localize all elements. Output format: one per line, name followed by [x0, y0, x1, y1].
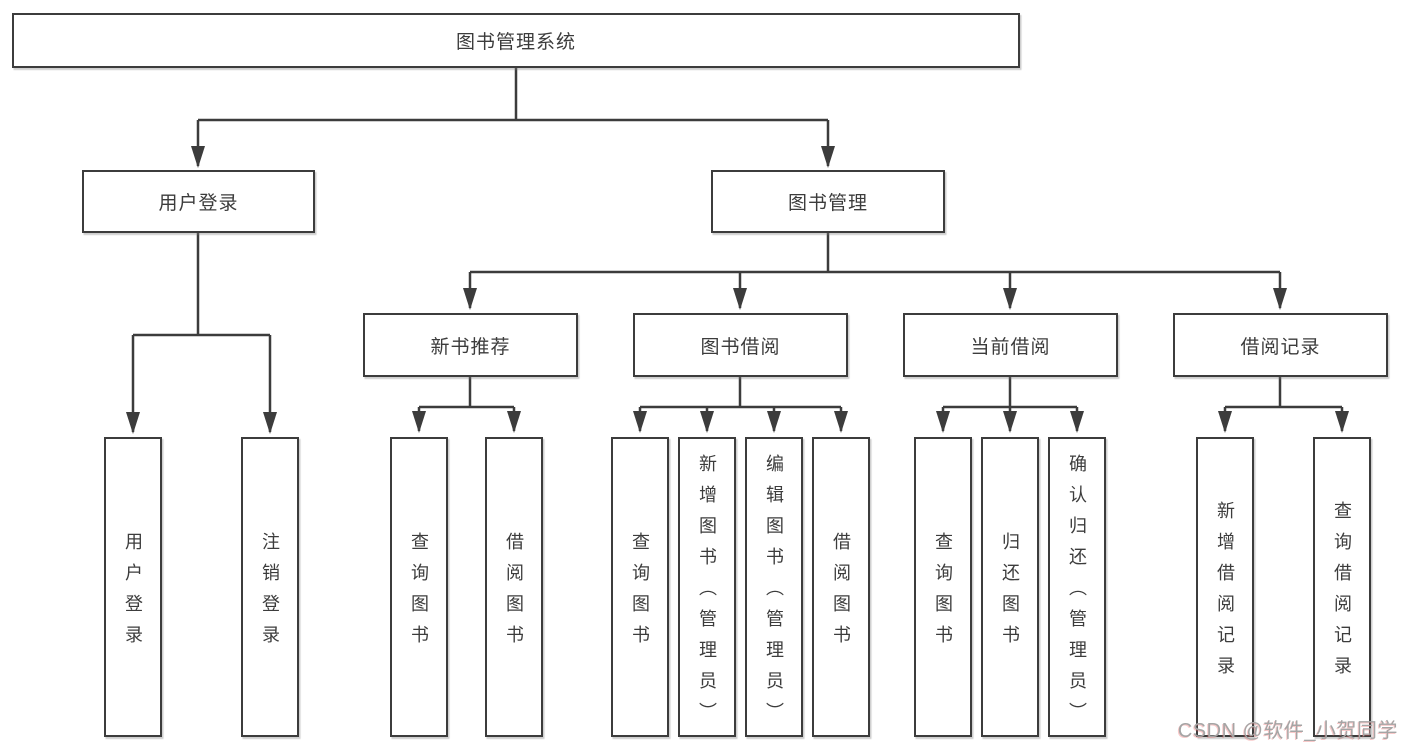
node-label: 用户登录	[158, 193, 239, 214]
leaf-label: 用户登录	[123, 531, 143, 656]
node-borrow-records: 借阅记录	[1173, 313, 1388, 377]
node-label: 图书借阅	[700, 336, 781, 358]
node-user-login: 用户登录	[82, 170, 315, 233]
leaf-label: 新增借阅记录	[1215, 500, 1235, 687]
leaf-logout: 注销登录	[241, 437, 299, 737]
csdn-watermark: CSDN @软件_小贺同学	[1177, 720, 1398, 742]
leaf-query-borrow-record: 查询借阅记录	[1313, 437, 1371, 737]
leaf-query-book-recommend: 查询图书	[390, 437, 448, 737]
leaf-query-book: 查询图书	[611, 437, 669, 737]
leaf-label: 借阅图书	[831, 531, 851, 656]
connector-root-to-level2	[191, 68, 835, 168]
leaf-return-book: 归还图书	[981, 437, 1039, 737]
leaf-label: 查询借阅记录	[1332, 500, 1352, 687]
node-library-management-system: 图书管理系统	[12, 13, 1020, 68]
leaf-confirm-return-admin: 确认归还（管理员）	[1048, 437, 1106, 737]
node-label: 新书推荐	[430, 336, 511, 358]
node-book-management: 图书管理	[711, 170, 945, 233]
node-label: 图书管理系统	[455, 32, 576, 53]
leaf-label: 查询图书	[630, 531, 650, 656]
leaf-query-current-book: 查询图书	[914, 437, 972, 737]
connector-book-borrow-to-leaves	[633, 377, 848, 433]
connector-borrow-records-to-leaves	[1218, 377, 1349, 433]
leaf-borrow-book: 借阅图书	[812, 437, 870, 737]
leaf-label: 编辑图书（管理员）	[764, 454, 784, 733]
leaf-label: 查询图书	[409, 531, 429, 656]
connector-user-login-to-leaves	[126, 233, 277, 434]
connector-new-book-to-leaves	[412, 377, 521, 433]
leaf-label: 借阅图书	[504, 531, 524, 656]
leaf-add-borrow-record: 新增借阅记录	[1196, 437, 1254, 737]
leaf-label: 新增图书（管理员）	[697, 454, 717, 733]
node-label: 当前借阅	[970, 336, 1051, 358]
node-label: 图书管理	[787, 193, 868, 214]
leaf-label: 查询图书	[933, 531, 953, 656]
leaf-add-book-admin: 新增图书（管理员）	[678, 437, 736, 737]
connector-current-borrow-to-leaves	[936, 377, 1084, 433]
leaf-user-login: 用户登录	[104, 437, 162, 737]
leaf-label: 确认归还（管理员）	[1067, 454, 1087, 733]
leaf-edit-book-admin: 编辑图书（管理员）	[745, 437, 803, 737]
node-new-book-recommend: 新书推荐	[363, 313, 578, 377]
connector-book-mgmt-to-level3	[463, 233, 1287, 310]
node-current-borrow: 当前借阅	[903, 313, 1118, 377]
node-book-borrow: 图书借阅	[633, 313, 848, 377]
node-label: 借阅记录	[1240, 336, 1321, 358]
leaf-label: 注销登录	[260, 531, 280, 656]
leaf-borrow-book-recommend: 借阅图书	[485, 437, 543, 737]
leaf-label: 归还图书	[1000, 531, 1020, 656]
